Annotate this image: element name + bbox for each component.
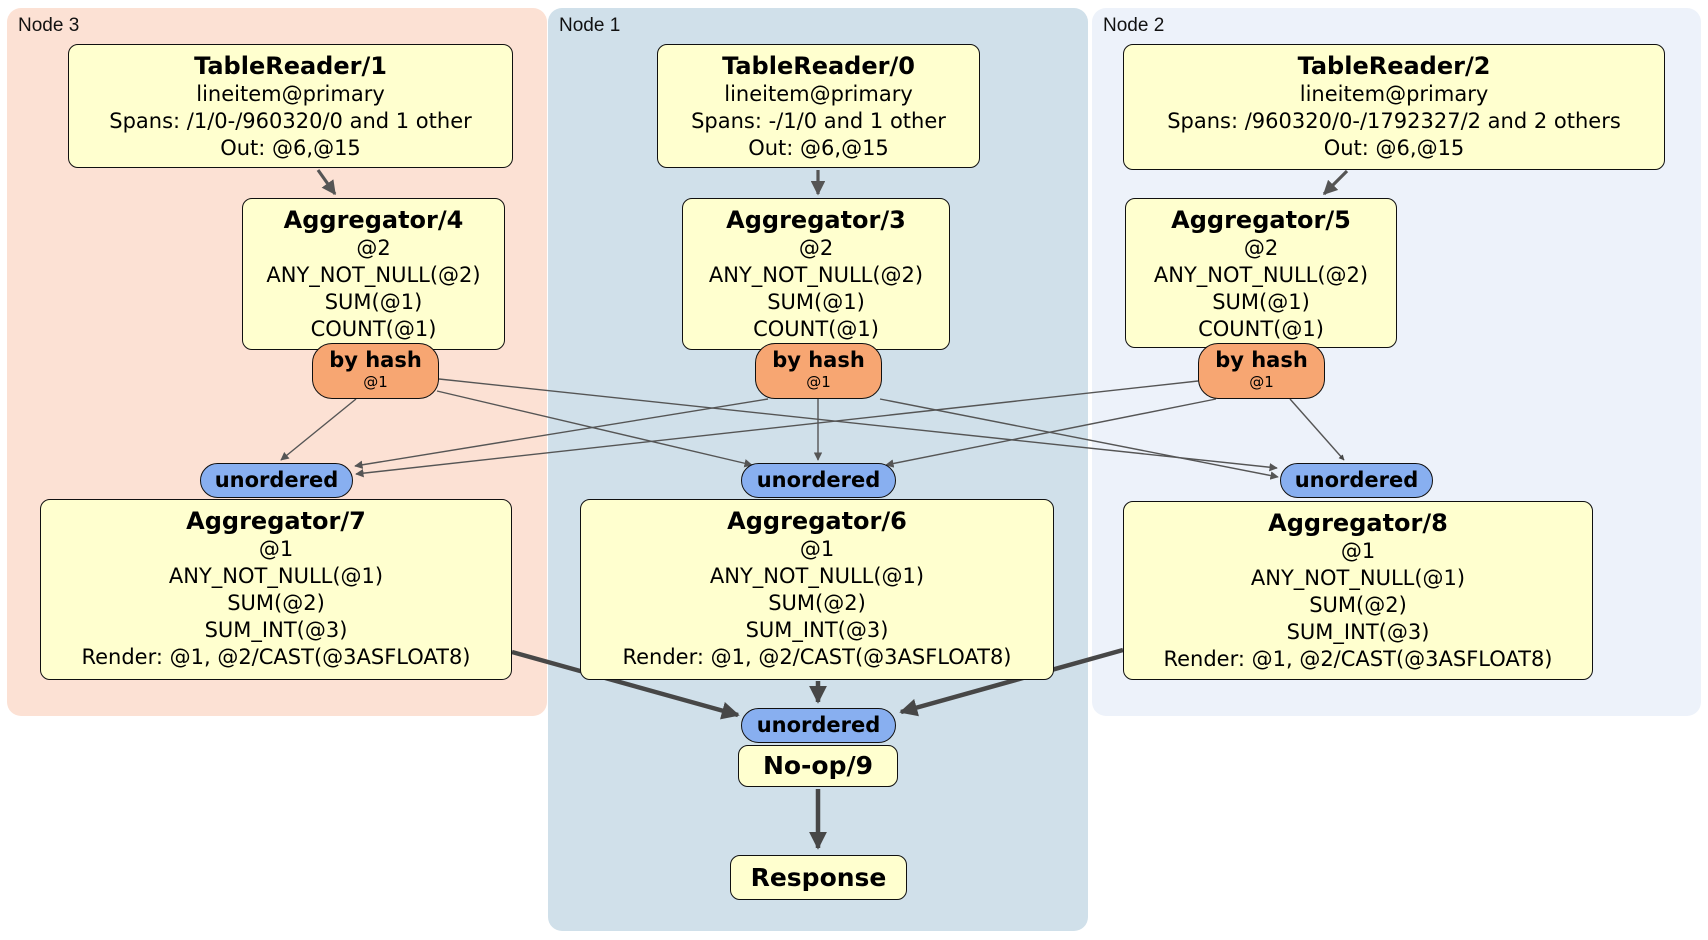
processor-aggregator-3: Aggregator/3 @2 ANY_NOT_NULL(@2) SUM(@1)… — [682, 198, 950, 350]
sync-unordered-node3: unordered — [200, 463, 353, 498]
processor-title: TableReader/2 — [1297, 52, 1491, 80]
processor-title: TableReader/1 — [194, 52, 387, 80]
processor-aggregator-4: Aggregator/4 @2 ANY_NOT_NULL(@2) SUM(@1)… — [242, 198, 505, 350]
processor-title: Aggregator/5 — [1171, 206, 1351, 234]
processor-title: Aggregator/6 — [727, 507, 907, 535]
processor-tablereader-2: TableReader/2 lineitem@primary Spans: /9… — [1123, 44, 1665, 170]
sync-unordered-node1: unordered — [741, 463, 896, 498]
processor-aggregator-8: Aggregator/8 @1 ANY_NOT_NULL(@1) SUM(@2)… — [1123, 501, 1593, 680]
processor-aggregator-7: Aggregator/7 @1 ANY_NOT_NULL(@1) SUM(@2)… — [40, 499, 512, 680]
sync-unordered-node2: unordered — [1280, 463, 1433, 498]
processor-aggregator-6: Aggregator/6 @1 ANY_NOT_NULL(@1) SUM(@2)… — [580, 499, 1054, 680]
processor-title: Aggregator/8 — [1268, 509, 1448, 537]
sync-unordered-final: unordered — [741, 708, 896, 743]
response-node: Response — [730, 855, 907, 900]
node-group-label: Node 2 — [1103, 15, 1165, 36]
router-by-hash-node3: by hash @1 — [312, 343, 439, 399]
node-group-label: Node 1 — [559, 15, 621, 36]
processor-tablereader-0: TableReader/0 lineitem@primary Spans: -/… — [657, 44, 980, 168]
processor-title: TableReader/0 — [722, 52, 915, 80]
processor-aggregator-5: Aggregator/5 @2 ANY_NOT_NULL(@2) SUM(@1)… — [1125, 198, 1397, 348]
router-by-hash-node1: by hash @1 — [755, 343, 882, 399]
processor-tablereader-1: TableReader/1 lineitem@primary Spans: /1… — [68, 44, 513, 168]
processor-title: Aggregator/7 — [186, 507, 366, 535]
processor-title: Aggregator/3 — [726, 206, 906, 234]
router-by-hash-node2: by hash @1 — [1198, 343, 1325, 399]
node-group-label: Node 3 — [18, 15, 80, 36]
processor-title: Aggregator/4 — [283, 206, 464, 234]
processor-noop-9: No-op/9 — [738, 745, 898, 787]
